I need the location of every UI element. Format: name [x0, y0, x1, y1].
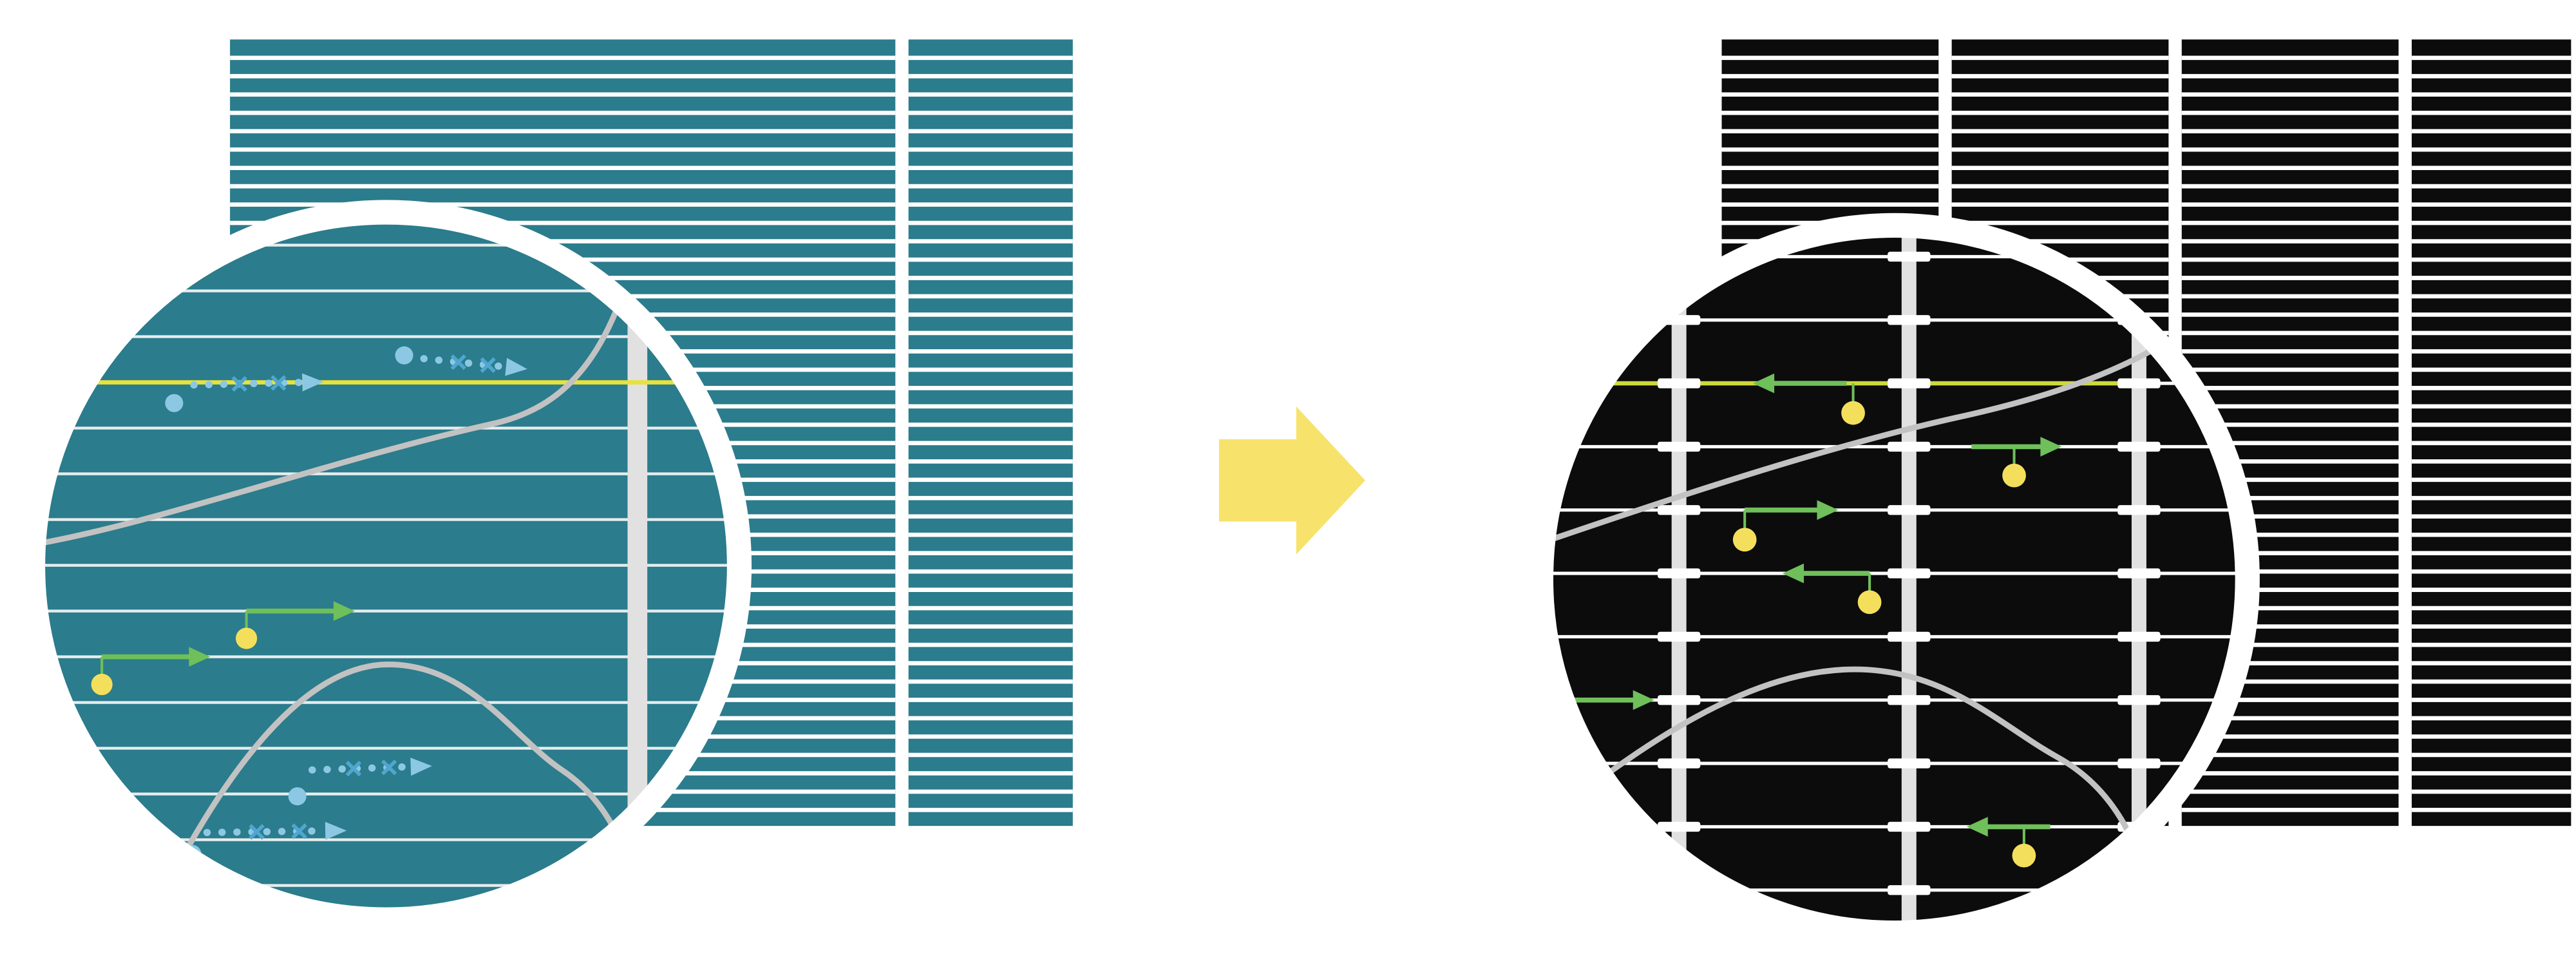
- left-magnifier-content: [44, 224, 728, 908]
- block-arrow-right-icon: [1218, 406, 1365, 555]
- left-panel-side: [908, 39, 1073, 826]
- solder-pad: [2117, 885, 2161, 895]
- solder-pad: [1888, 695, 1931, 705]
- right-panel-column: [2411, 39, 2571, 826]
- solder-pad: [2117, 441, 2161, 452]
- electron-dot: [165, 394, 184, 412]
- scattered-electron-path: [395, 346, 527, 376]
- solder-pad: [1888, 378, 1931, 388]
- green-arrowhead-icon: [1752, 373, 1775, 394]
- grain-boundary: [1552, 323, 2195, 546]
- grain-boundary: [142, 662, 647, 908]
- solder-pad: [1888, 758, 1931, 769]
- solder-pad: [1657, 568, 1701, 578]
- solder-pad: [1657, 821, 1701, 832]
- solder-pad: [1888, 568, 1931, 578]
- scattered-electron-path: [288, 758, 432, 806]
- electron-dot: [288, 787, 307, 806]
- carrier-arrow: [236, 601, 355, 649]
- blue-arrowhead-icon: [302, 373, 324, 392]
- solder-pad: [1657, 758, 1701, 769]
- green-arrowhead-icon: [1817, 500, 1839, 520]
- blue-arrowhead-icon: [505, 358, 527, 376]
- electron-dot: [395, 346, 413, 365]
- carrier-arrow: [1966, 817, 2050, 868]
- grain-boundary: [1552, 666, 2162, 922]
- green-arrowhead-icon: [333, 601, 355, 621]
- busbar: [2131, 236, 2146, 922]
- solder-pad: [1888, 821, 1931, 832]
- green-arrowhead-icon: [189, 647, 211, 667]
- carrier-arrow: [1732, 500, 1839, 552]
- carrier-dot: [2012, 843, 2036, 868]
- scattered-electron-path: [165, 373, 324, 412]
- grain-boundary: [44, 231, 644, 549]
- blue-arrowhead-icon: [410, 758, 432, 776]
- solder-pad: [1888, 505, 1931, 515]
- carrier-dot: [1857, 590, 1882, 615]
- blue-arrowhead-icon: [325, 821, 347, 840]
- solder-pad: [2117, 568, 2161, 578]
- carrier-dot: [236, 627, 258, 649]
- right-magnifier-ring: [1528, 213, 2260, 946]
- solder-pad: [1888, 885, 1931, 895]
- left-magnifier-ring: [20, 200, 752, 932]
- carrier-arrow: [91, 647, 211, 696]
- busbar: [1671, 236, 1687, 922]
- right-inset-bg: [1552, 236, 2236, 922]
- solder-pad: [1888, 441, 1931, 452]
- solder-pad: [1888, 251, 1931, 262]
- carrier-dot: [1841, 401, 1865, 425]
- green-arrowhead-icon: [1966, 817, 1988, 837]
- solder-pad: [2117, 695, 2161, 705]
- solder-pad: [1888, 315, 1931, 325]
- solder-pad: [2117, 378, 2161, 388]
- solder-pad: [1657, 378, 1701, 388]
- transform-arrow: [1218, 406, 1365, 555]
- carrier-arrow: [1971, 437, 2062, 488]
- solder-pad: [2117, 758, 2161, 769]
- solder-pad: [1657, 885, 1701, 895]
- carrier-arrow: [1752, 373, 1865, 425]
- green-arrowhead-icon: [1782, 563, 1804, 584]
- solder-pad: [1657, 441, 1701, 452]
- solder-pad: [2117, 505, 2161, 515]
- solder-pad: [1888, 631, 1931, 642]
- solder-pad: [1657, 631, 1701, 642]
- carrier-dot: [2002, 463, 2026, 488]
- carrier-arrow: [1782, 563, 1882, 615]
- solder-pad: [1657, 695, 1701, 705]
- solder-pad: [2117, 631, 2161, 642]
- green-arrowhead-icon: [1633, 690, 1654, 711]
- green-arrowhead-icon: [2040, 437, 2062, 457]
- busbar: [1901, 236, 1917, 922]
- carrier-dot: [91, 673, 113, 696]
- solder-pad: [1657, 251, 1701, 262]
- carrier-dot: [1732, 528, 1757, 552]
- right-magnifier-content: [1552, 236, 2236, 922]
- solder-pad: [1657, 505, 1701, 515]
